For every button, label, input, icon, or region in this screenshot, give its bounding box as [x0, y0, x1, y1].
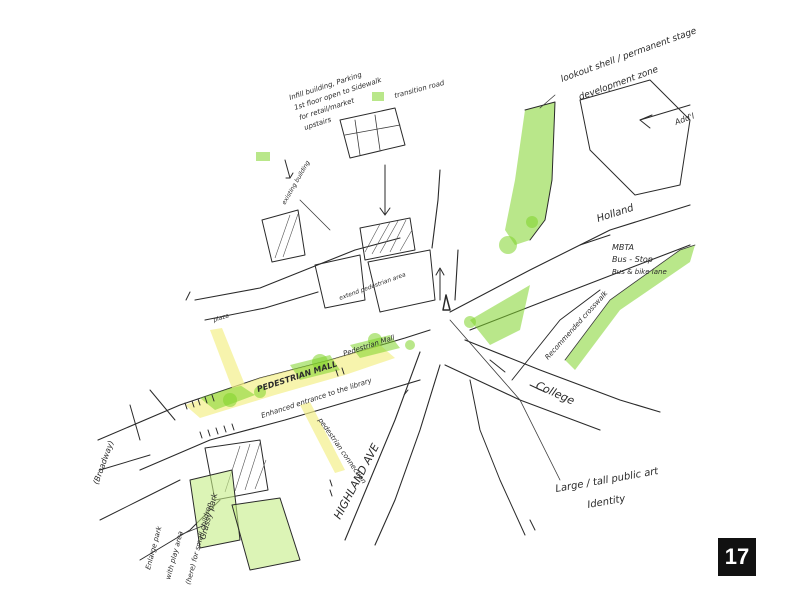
label-identity: Identity [587, 493, 628, 511]
label-bus-bike: Bus & bike lane [612, 268, 667, 276]
arrows [185, 104, 691, 531]
public-art-marker [442, 294, 476, 328]
label-ext-plaza: extend pedestrian area [338, 271, 407, 302]
label-transition-road: transition road [393, 79, 445, 100]
label-bus-stop: Bus - Stop [612, 255, 653, 264]
tree-tick-markers [184, 367, 345, 497]
label-public-art: Large / tall public art [555, 466, 661, 495]
label-holland: Holland [596, 202, 636, 224]
leader-lines [179, 94, 561, 536]
label-existing-bldg: existing building [281, 159, 312, 206]
label-plaza: plaza [212, 312, 231, 324]
label-mbta: MBTA [612, 243, 634, 252]
page-number-badge: 17 [718, 538, 756, 576]
label-highland-ave: HIGHLAND AVE [331, 441, 382, 521]
label-with-playground: with play area [164, 530, 185, 580]
pedestrian-mall-area [185, 328, 415, 473]
buildings [189, 79, 696, 571]
label-adds: Add'l [673, 111, 697, 127]
road-network [97, 169, 691, 561]
label-broadway: (Broadway) [91, 439, 115, 485]
label-college: College [534, 379, 577, 408]
